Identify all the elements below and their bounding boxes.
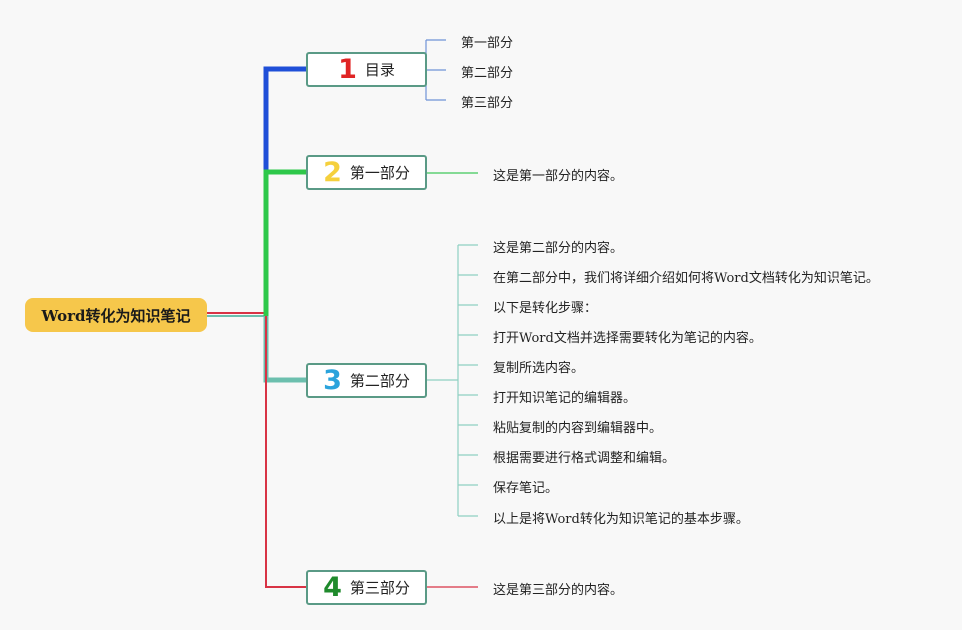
branch-number-2: 2 bbox=[323, 157, 342, 188]
leaf-node[interactable]: 以上是将Word转化为知识笔记的基本步骤。 bbox=[493, 512, 749, 527]
branch-node-4[interactable]: 4 第三部分 bbox=[306, 570, 427, 605]
leaf-node[interactable]: 以下是转化步骤： bbox=[493, 301, 598, 316]
leaf-node[interactable]: 复制所选内容。 bbox=[493, 361, 585, 376]
leaf-node[interactable]: 保存笔记。 bbox=[493, 481, 559, 496]
branch-label-3: 第二部分 bbox=[349, 372, 410, 390]
leaf-node[interactable]: 这是第一部分的内容。 bbox=[493, 169, 624, 184]
branch-label-1: 目录 bbox=[364, 61, 395, 79]
branch-label-2: 第一部分 bbox=[349, 164, 410, 182]
leaf-node[interactable]: 打开知识笔记的编辑器。 bbox=[493, 391, 637, 406]
branch-node-2[interactable]: 2 第一部分 bbox=[306, 155, 427, 190]
branch-number-1: 1 bbox=[338, 54, 357, 85]
leaf-node[interactable]: 第三部分 bbox=[461, 96, 514, 111]
leaf-node[interactable]: 粘贴复制的内容到编辑器中。 bbox=[493, 421, 663, 436]
leaf-node[interactable]: 第一部分 bbox=[461, 36, 514, 51]
leaf-node[interactable]: 打开Word文档并选择需要转化为笔记的内容。 bbox=[493, 331, 762, 346]
root-node[interactable]: Word转化为知识笔记 bbox=[25, 298, 207, 332]
branch-number-4: 4 bbox=[323, 572, 342, 603]
leaf-node[interactable]: 这是第二部分的内容。 bbox=[493, 241, 624, 256]
leaf-node[interactable]: 第二部分 bbox=[461, 66, 514, 81]
branch-node-1[interactable]: 1 目录 bbox=[306, 52, 427, 87]
leaf-node[interactable]: 这是第三部分的内容。 bbox=[493, 583, 624, 598]
branch-label-4: 第三部分 bbox=[349, 579, 410, 597]
branch-node-3[interactable]: 3 第二部分 bbox=[306, 363, 427, 398]
leaf-node[interactable]: 在第二部分中，我们将详细介绍如何将Word文档转化为知识笔记。 bbox=[493, 271, 879, 286]
branch-number-3: 3 bbox=[323, 365, 342, 396]
leaf-node[interactable]: 根据需要进行格式调整和编辑。 bbox=[493, 451, 676, 466]
